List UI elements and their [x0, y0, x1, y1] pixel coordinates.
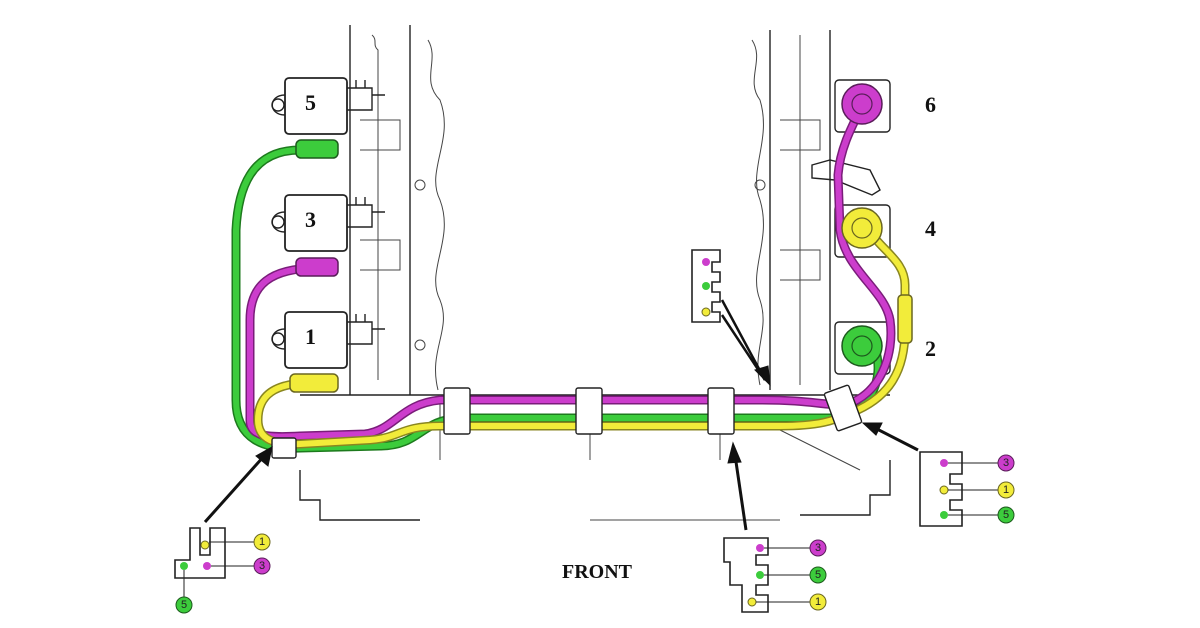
wire-boots [289, 83, 913, 393]
cyl-label-5: 5 [305, 90, 316, 115]
clip-center-bottom: 3 5 1 [723, 441, 827, 613]
clip-top-detail [691, 249, 771, 387]
cyl-label-4: 4 [925, 216, 936, 241]
cyl-label-2: 2 [925, 336, 936, 361]
clip-right-slot-3: 3 [1003, 457, 1009, 469]
clip-left-slot-3: 3 [259, 560, 265, 572]
cyl-label-6: 6 [925, 92, 936, 117]
cyl-label-3: 3 [305, 207, 316, 232]
clip-center-slot-5: 5 [815, 569, 821, 581]
clip-left-slot-5: 5 [181, 599, 187, 611]
clip-right-slot-1: 1 [1003, 484, 1009, 496]
clip-center-slot-3: 3 [815, 542, 821, 554]
coil-1 [284, 311, 348, 369]
left-cylinder-bank [271, 25, 445, 395]
harness-clamps [271, 384, 863, 459]
clip-left-bottom: 1 3 5 [174, 446, 273, 614]
coil-5 [284, 77, 348, 135]
front-label: FRONT [562, 561, 633, 583]
right-cylinder-bank [751, 30, 891, 390]
clip-right-bottom: 3 1 5 [861, 422, 1015, 527]
clip-left-slot-1: 1 [259, 536, 265, 548]
clip-center-slot-1: 1 [815, 596, 821, 608]
cyl-label-1: 1 [305, 324, 316, 349]
clip-right-slot-5: 5 [1003, 509, 1009, 521]
coil-3 [284, 194, 348, 252]
